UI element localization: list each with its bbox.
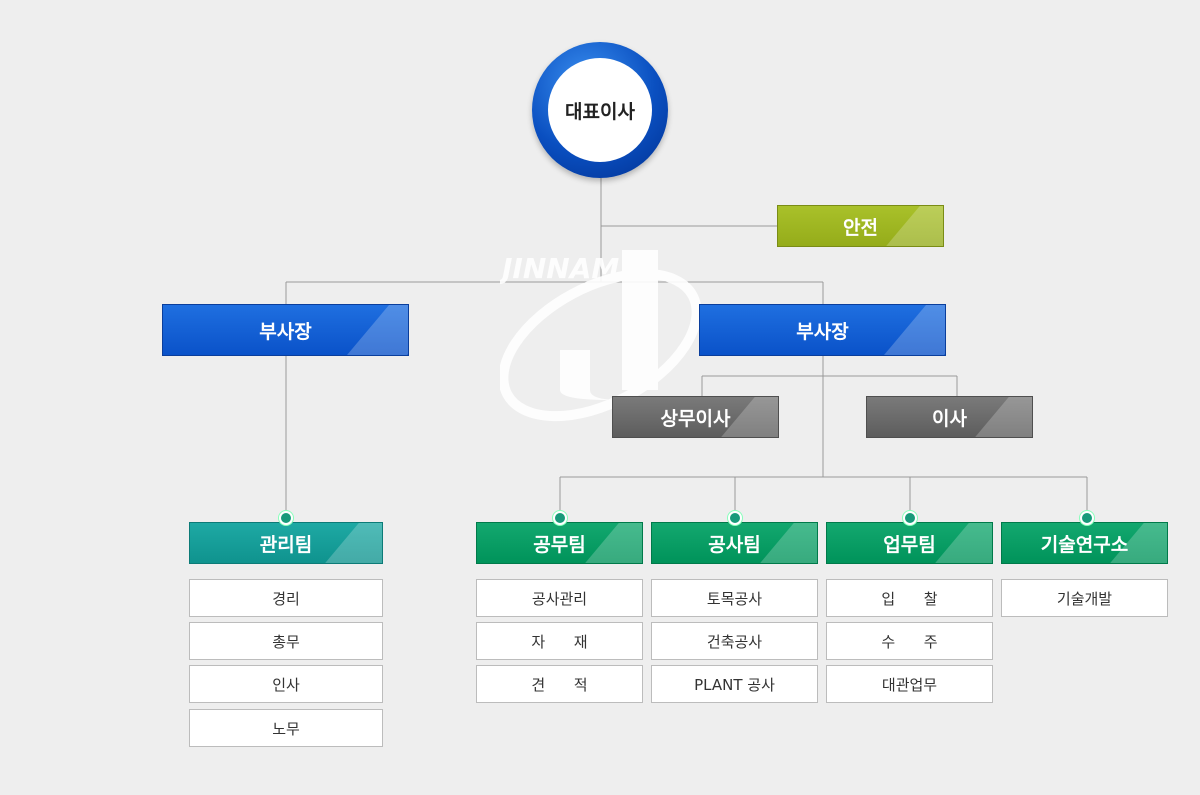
business-team-node: 업무팀: [826, 522, 993, 564]
duty-item: 총무: [189, 622, 383, 660]
research-lab-node: 기술연구소: [1001, 522, 1168, 564]
engineering-team-node: 공무팀: [476, 522, 643, 564]
business-team-label: 업무팀: [883, 533, 936, 556]
director-label: 이사: [932, 407, 967, 430]
managing-director-node: 상무이사: [612, 396, 779, 438]
vp-right-node: 부사장: [699, 304, 946, 356]
vp-left-label: 부사장: [259, 320, 312, 343]
admin-team-node: 관리팀: [189, 522, 383, 564]
duty-item: 경리: [189, 579, 383, 617]
construction-team-dot: [728, 511, 742, 525]
safety-node: 안전: [777, 205, 944, 247]
ceo-label: 대표이사: [548, 58, 652, 162]
duty-item: 인사: [189, 665, 383, 703]
duty-item: 건축공사: [651, 622, 818, 660]
director-node: 이사: [866, 396, 1033, 438]
admin-team-dot: [279, 511, 293, 525]
ceo-node: 대표이사: [532, 42, 668, 178]
watermark-text: JINNAM: [500, 252, 619, 285]
construction-team-label: 공사팀: [708, 533, 761, 556]
duty-item: 노무: [189, 709, 383, 747]
business-team-dot: [903, 511, 917, 525]
duty-item: 수 주: [826, 622, 993, 660]
research-team-dot: [1080, 511, 1094, 525]
vp-right-label: 부사장: [796, 320, 849, 343]
engineering-team-dot: [553, 511, 567, 525]
managing-director-label: 상무이사: [660, 407, 731, 430]
duty-item: 기술개발: [1001, 579, 1168, 617]
duty-item: 견 적: [476, 665, 643, 703]
duty-item: 공사관리: [476, 579, 643, 617]
vp-left-node: 부사장: [162, 304, 409, 356]
research-lab-label: 기술연구소: [1040, 533, 1129, 556]
duty-item: PLANT 공사: [651, 665, 818, 703]
safety-label: 안전: [843, 216, 878, 239]
duty-item: 대관업무: [826, 665, 993, 703]
duty-item: 토목공사: [651, 579, 818, 617]
construction-team-node: 공사팀: [651, 522, 818, 564]
engineering-team-label: 공무팀: [533, 533, 586, 556]
admin-team-label: 관리팀: [259, 533, 313, 556]
duty-item: 입 찰: [826, 579, 993, 617]
duty-item: 자 재: [476, 622, 643, 660]
